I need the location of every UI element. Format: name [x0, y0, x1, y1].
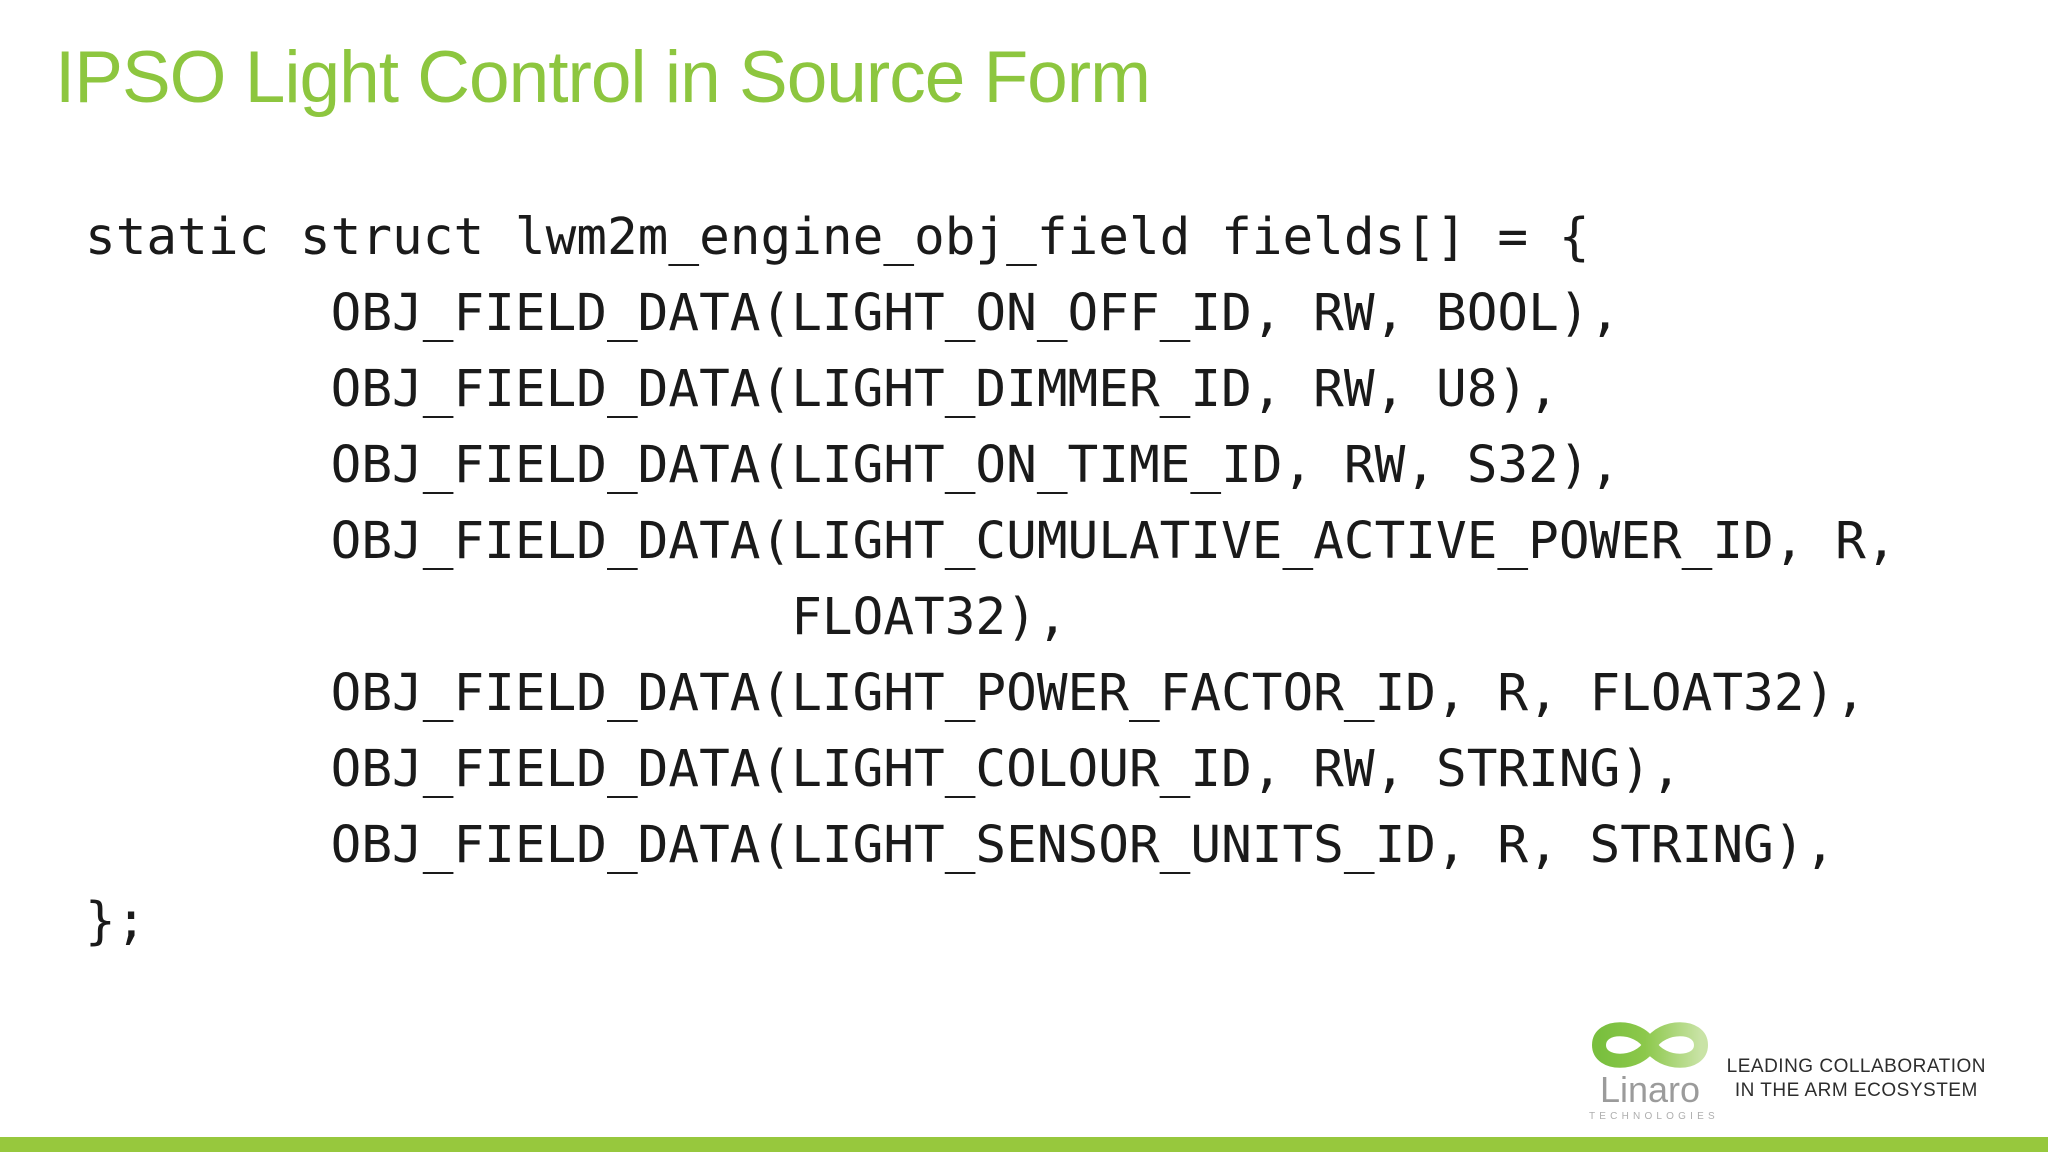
slide-title: IPSO Light Control in Source Form	[55, 37, 1151, 118]
tagline-line-2: IN THE ARM ECOSYSTEM	[1734, 1080, 1978, 1101]
footer-accent-bar	[0, 1137, 2048, 1152]
logo-subtext: TECHNOLOGIES	[1589, 1111, 1719, 1122]
infinity-icon	[1585, 1018, 1715, 1072]
linaro-logo: Linaro TECHNOLOGIES	[1585, 1018, 1715, 1122]
tagline-line-1: LEADING COLLABORATION	[1726, 1056, 1986, 1077]
footer-tagline: LEADING COLLABORATION IN THE ARM ECOSYST…	[1727, 1055, 1986, 1103]
code-block: static struct lwm2m_engine_obj_field fie…	[85, 208, 1897, 951]
footer: Linaro TECHNOLOGIES LEADING COLLABORATIO…	[0, 1012, 2048, 1137]
logo-wordmark: Linaro	[1599, 1069, 1701, 1110]
